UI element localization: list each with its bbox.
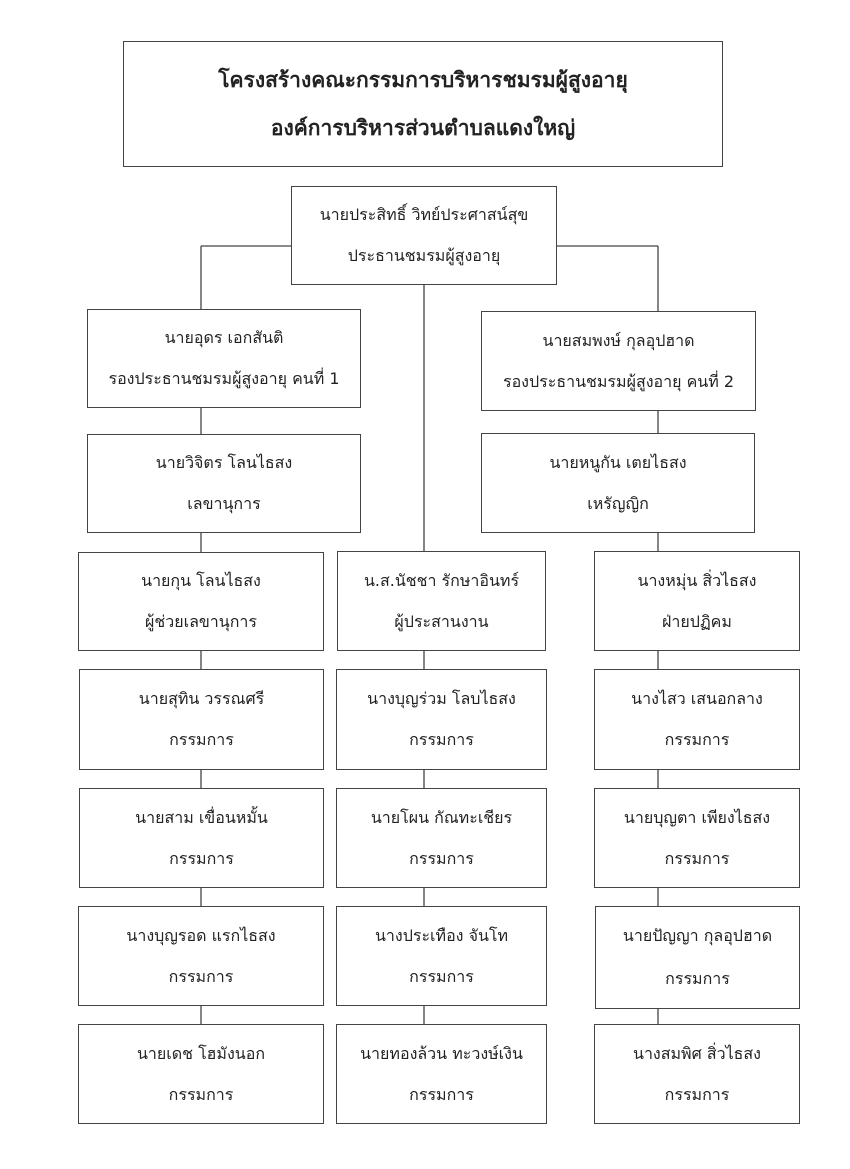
title-line-1: โครงสร้างคณะกรรมการบริหารชมรมผู้สูงอายุ [218,68,628,92]
president-box: นายประสิทธิ์ วิทย์ประศาสน์สุข ประธานชมรม… [291,186,557,285]
right-member-box: นางหมุ่น สิ่วไธสง ฝ่ายปฏิคม [594,551,800,651]
vice-president-2-box: นายสมพงษ์ กุลอุปฮาด รองประธานชมรมผู้สูงอ… [481,311,756,411]
middle-member-box: นางบุญร่วม โลบไธสง กรรมการ [336,669,547,770]
vice-1-name: นายอุดร เอกสันติ [164,328,284,348]
member-role: กรรมการ [169,848,234,868]
title-line-2: องค์การบริหารส่วนตำบลแดงใหญ่ [270,116,576,140]
left-member-box: นายสาม เขื่อนหมั้น กรรมการ [79,788,324,888]
middle-member-box: นายทองล้วน ทะวงษ์เงิน กรรมการ [336,1024,547,1124]
left-member-box: นายสุทิน วรรณศรี กรรมการ [79,669,324,770]
member-name: นายปัญญา กุลอุปฮาด [622,926,773,946]
secretary-role: เลขานุการ [187,493,261,513]
member-name: นางไสว เสนอกลาง [631,688,763,708]
treasurer-box: นายหนูกัน เตยไธสง เหรัญญิก [481,433,755,533]
right-member-box: นายบุญตา เพียงไธสง กรรมการ [594,788,800,888]
left-member-box: นางบุญรอด แรกไธสง กรรมการ [78,906,324,1006]
member-name: นายกุน โลนไธสง [141,571,261,591]
member-name: นางหมุ่น สิ่วไธสง [637,570,757,590]
member-name: นายบุญตา เพียงไธสง [623,807,771,827]
right-member-box: นางไสว เสนอกลาง กรรมการ [594,669,800,770]
member-role: ผู้ประสานงาน [394,611,489,631]
vice-2-role: รองประธานชมรมผู้สูงอายุ คนที่ 2 [502,371,735,391]
president-role: ประธานชมรมผู้สูงอายุ [347,245,501,265]
vice-president-1-box: นายอุดร เอกสันติ รองประธานชมรมผู้สูงอายุ… [87,309,361,408]
member-name: นางบุญร่วม โลบไธสง [367,688,516,708]
member-role: กรรมการ [409,966,474,986]
member-role: กรรมการ [409,730,474,750]
right-member-box: นายปัญญา กุลอุปฮาด กรรมการ [595,906,800,1009]
member-name: น.ส.นัชชา รักษาอินทร์ [363,570,520,590]
member-role: กรรมการ [664,848,730,868]
member-name: นางบุญรอด แรกไธสง [126,925,276,945]
member-role: ผู้ช่วยเลขานุการ [145,611,257,631]
member-role: กรรมการ [665,968,730,988]
member-role: กรรมการ [168,966,234,986]
member-name: นายสุทิน วรรณศรี [138,688,265,708]
left-member-box: นายกุน โลนไธสง ผู้ช่วยเลขานุการ [78,552,324,651]
member-name: นายทองล้วน ทะวงษ์เงิน [360,1043,523,1063]
right-member-box: นางสมพิศ สิ่วไธสง กรรมการ [594,1024,800,1124]
member-name: นายเดช โฮมังนอก [136,1043,266,1063]
member-role: กรรมการ [664,1084,730,1104]
member-role: กรรมการ [664,730,730,750]
middle-member-box: นายโผน กัณทะเชียร กรรมการ [336,788,547,888]
chart-title-box: โครงสร้างคณะกรรมการบริหารชมรมผู้สูงอายุ … [123,41,723,167]
member-role: กรรมการ [169,730,234,750]
secretary-box: นายวิจิตร โลนไธสง เลขานุการ [87,434,361,533]
left-member-box: นายเดช โฮมังนอก กรรมการ [78,1024,324,1124]
president-name: นายประสิทธิ์ วิทย์ประศาสน์สุข [319,205,529,225]
member-role: กรรมการ [409,848,474,868]
treasurer-name: นายหนูกัน เตยไธสง [549,452,687,472]
member-role: ฝ่ายปฏิคม [662,611,732,631]
secretary-name: นายวิจิตร โลนไธสง [155,453,293,473]
member-role: กรรมการ [168,1084,234,1104]
member-name: นางสมพิศ สิ่วไธสง [633,1043,761,1063]
member-name: นายโผน กัณทะเชียร [370,807,513,827]
vice-2-name: นายสมพงษ์ กุลอุปฮาด [542,330,695,350]
member-name: นางประเทือง จันโท [374,925,509,945]
treasurer-role: เหรัญญิก [587,493,649,513]
vice-1-role: รองประธานชมรมผู้สูงอายุ คนที่ 1 [108,368,340,388]
middle-member-box: นางประเทือง จันโท กรรมการ [336,906,547,1006]
member-name: นายสาม เขื่อนหมั้น [135,807,268,827]
middle-member-box: น.ส.นัชชา รักษาอินทร์ ผู้ประสานงาน [337,551,546,651]
member-role: กรรมการ [409,1084,474,1104]
